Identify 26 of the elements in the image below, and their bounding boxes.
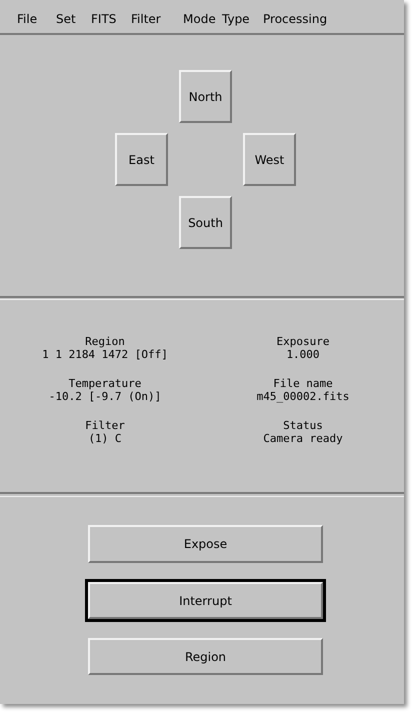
interrupt-button: Interrupt	[88, 582, 323, 619]
south-button: South	[179, 196, 232, 249]
field-value: (1) C	[88, 432, 122, 445]
field-value: 1 1 2184 1472 [Off]	[42, 348, 168, 361]
menu-item: Processing	[263, 12, 328, 26]
menu-item: Mode	[183, 12, 216, 26]
field-label: Region	[85, 335, 125, 348]
field-label: File name	[273, 377, 333, 390]
field-value: -10.2 [-9.7 (On)]	[48, 390, 162, 403]
north-button: North	[179, 70, 232, 123]
menu-item: Type	[222, 12, 250, 26]
menu-item: FITS	[91, 12, 116, 26]
field-value: Camera ready	[263, 432, 343, 445]
east-button: East	[115, 133, 168, 186]
west-button: West	[243, 133, 296, 186]
menu-item: File	[17, 12, 38, 26]
menu-item: Filter	[131, 12, 161, 26]
menu-item: Set	[56, 12, 76, 26]
field-label: Temperature	[68, 377, 142, 390]
field-label: Status	[283, 419, 323, 432]
field-value: m45_00002.fits	[256, 390, 350, 403]
region-button: Region	[88, 638, 323, 675]
field-value: 1.000	[286, 348, 320, 361]
field-label: Filter	[85, 419, 125, 432]
expose-button: Expose	[88, 525, 323, 563]
field-label: Exposure	[276, 335, 330, 348]
